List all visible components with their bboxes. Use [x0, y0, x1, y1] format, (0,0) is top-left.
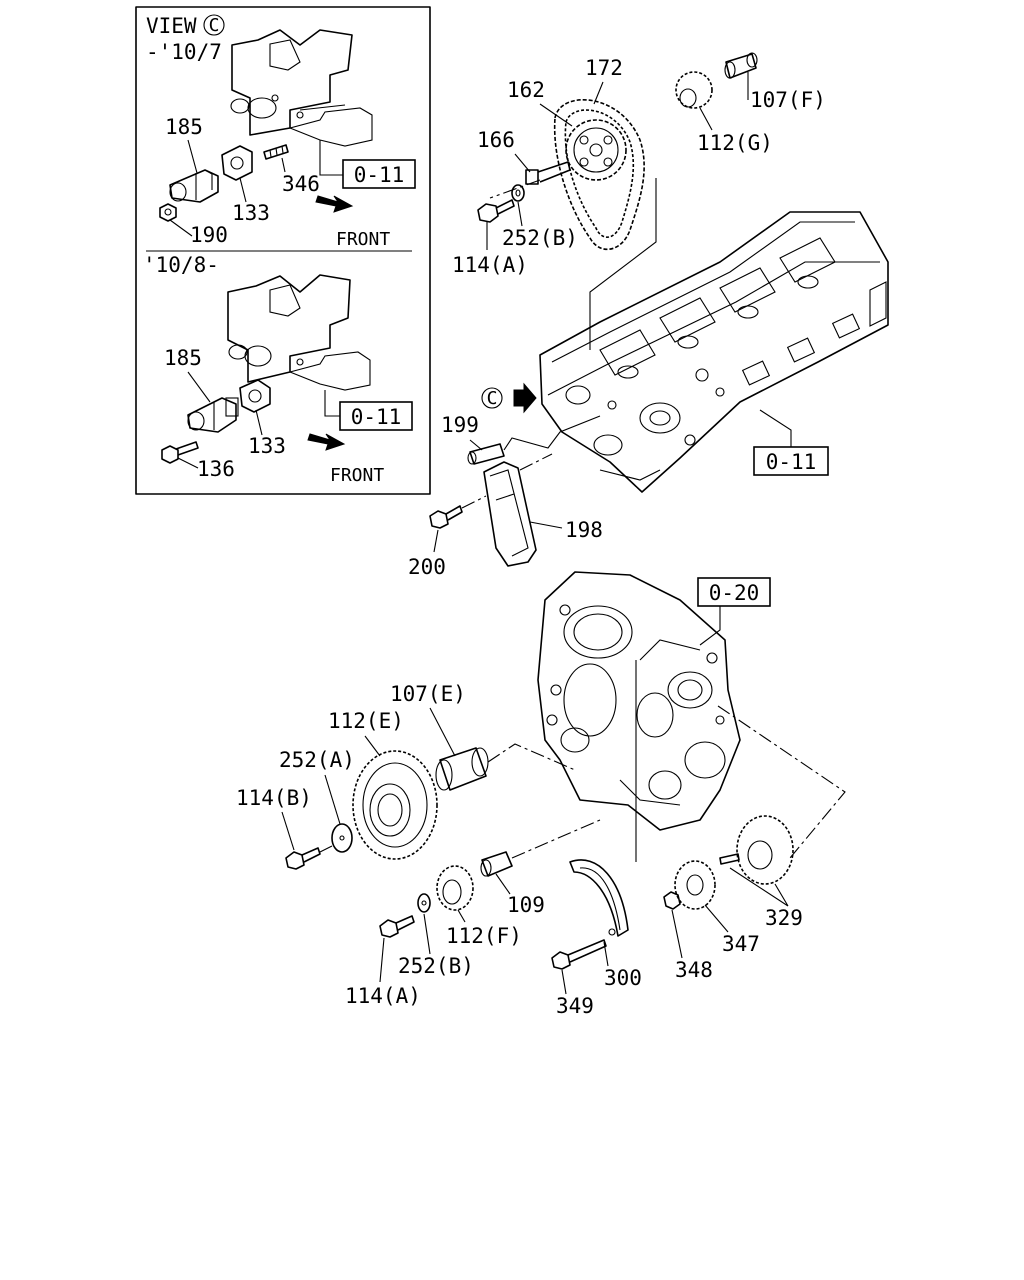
shaft-107f: [724, 52, 758, 79]
upper-front-label: FRONT: [336, 229, 390, 250]
callout-112f: 112(F): [446, 924, 522, 948]
callout-166: 166: [477, 128, 515, 152]
callout-346: 346: [282, 172, 320, 196]
inset-lower-range: '10/8-: [143, 253, 219, 277]
ref-box-0-20[interactable]: [697, 577, 771, 607]
callout-133-upper: 133: [232, 201, 270, 225]
washer-252b-lower: [417, 893, 431, 913]
washer-252b-upper: [511, 184, 525, 202]
callout-190: 190: [190, 223, 228, 247]
cylinder-head-assembly: [539, 211, 889, 493]
callout-172: 172: [585, 56, 623, 80]
bolt-349: [551, 939, 607, 970]
lower-block-sketch: [227, 274, 371, 391]
shaft-107e: [435, 747, 489, 791]
callout-112e: 112(E): [328, 709, 404, 733]
callout-136: 136: [197, 457, 235, 481]
callout-107e: 107(E): [390, 682, 466, 706]
key-pin: [719, 853, 740, 865]
gear-329: [736, 815, 794, 885]
shaft-109: [480, 851, 513, 877]
upper-nut-190: [159, 203, 177, 222]
idler-gear-112f: [436, 865, 474, 911]
callout-252b-upper: 252(B): [502, 226, 578, 250]
cam-sprocket-162: [565, 119, 627, 181]
view-direction-arrow: [513, 382, 537, 414]
callout-349: 349: [556, 994, 594, 1018]
callout-200: 200: [408, 555, 446, 579]
callout-300: 300: [604, 966, 642, 990]
chain-guide-198: [483, 461, 537, 567]
callout-348: 348: [675, 958, 713, 982]
upper-block-sketch: [230, 29, 373, 147]
callout-112g: 112(G): [697, 131, 773, 155]
bolt-114b: [285, 847, 321, 870]
main-view-marker-circle: [481, 387, 503, 409]
callout-114b: 114(B): [236, 786, 312, 810]
callout-185-upper: 185: [165, 115, 203, 139]
timing-gear-case: [537, 571, 741, 831]
inset-view-label: VIEW: [146, 14, 197, 38]
callout-199: 199: [441, 413, 479, 437]
callout-198: 198: [565, 518, 603, 542]
callout-185-lower: 185: [164, 346, 202, 370]
callout-329: 329: [765, 906, 803, 930]
callout-114a-lower: 114(A): [345, 984, 421, 1008]
callout-347: 347: [722, 932, 760, 956]
callout-252a: 252(A): [279, 748, 355, 772]
callout-109: 109: [507, 893, 545, 917]
ref-box-0-11-head-label: 0-11: [766, 450, 817, 474]
upper-tensioner-185: [169, 169, 219, 203]
callout-114a-upper: 114(A): [452, 253, 528, 277]
view-marker-circle: [203, 14, 225, 36]
ref-box-0-11-upper[interactable]: [342, 159, 416, 189]
upper-front-arrow: [315, 195, 354, 213]
inset-view-c: VIEW C -'10/7 '10/8-: [135, 6, 431, 495]
callout-133-lower: 133: [248, 434, 286, 458]
timing-chain-172: [553, 98, 645, 251]
lower-bolt-136: [161, 441, 199, 464]
bolt-114a-lower: [379, 915, 415, 938]
inset-view-marker: C: [209, 15, 220, 36]
inset-upper-range: -'10/7: [146, 40, 222, 64]
callout-162: 162: [507, 78, 545, 102]
lower-front-arrow: [307, 433, 346, 451]
lower-front-label: FRONT: [330, 465, 384, 486]
ref-box-0-11-upper-label: 0-11: [354, 163, 405, 187]
idler-gear-112e: [352, 750, 438, 860]
bolt-114a-upper: [477, 199, 515, 223]
main-view-marker: C: [487, 388, 498, 409]
inset-frame: [135, 6, 431, 495]
idler-gear-112g: [675, 71, 713, 109]
callout-107f: 107(F): [750, 88, 826, 112]
chain-guide-300: [569, 859, 629, 937]
lower-tensioner-185: [187, 397, 239, 433]
upper-stud-346: [263, 144, 289, 160]
ref-box-0-11-lower-label: 0-11: [351, 405, 402, 429]
callout-252b-lower: 252(B): [398, 954, 474, 978]
upper-gasket-133: [221, 145, 253, 181]
nut-348: [663, 891, 681, 910]
ref-box-0-20-label: 0-20: [709, 581, 760, 605]
bolt-166: [525, 161, 571, 185]
lower-gasket-133: [239, 379, 271, 413]
gear-347: [674, 860, 716, 910]
pin-199: [467, 443, 505, 465]
washer-252a: [331, 823, 353, 853]
bolt-200: [429, 505, 463, 529]
